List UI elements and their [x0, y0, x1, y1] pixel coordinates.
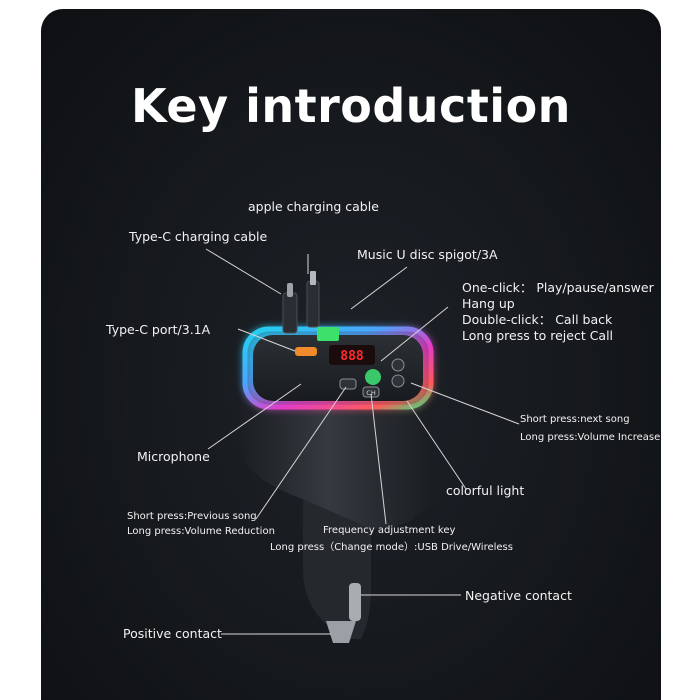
label-main-button: One-click： Play/pause/answer Hang up Dou… — [462, 280, 654, 344]
svg-text:CH: CH — [366, 389, 376, 397]
display-digits: 888 — [340, 349, 364, 364]
apple-cable — [306, 280, 320, 328]
label-double-click: Double-click： Call back — [462, 312, 613, 327]
product-panel: Key introduction — [41, 9, 661, 700]
label-short-next: Short press:next song — [520, 414, 630, 425]
label-one-click: One-click： Play/pause/answer — [462, 280, 654, 295]
negative-contact — [349, 583, 361, 621]
prev-button — [339, 378, 357, 390]
label-long-press-reject: Long press to reject Call — [462, 328, 614, 343]
label-negative-contact: Negative contact — [465, 588, 572, 603]
label-short-prev: Short press:Previous song — [127, 511, 257, 522]
positive-contact — [326, 621, 356, 643]
bluetooth-button — [391, 358, 405, 372]
car-charger-illustration: 888 CH — [205, 248, 520, 643]
page-title: Key introduction — [131, 79, 571, 133]
label-long-vol-up: Long press:Volume Increase — [520, 432, 661, 443]
label-colorful-light: colorful light — [446, 483, 525, 498]
label-typec-port: Type-C port/3.1A — [106, 322, 211, 337]
typec-cable — [282, 292, 298, 334]
next-button — [391, 374, 405, 388]
call-button — [365, 369, 381, 385]
label-positive-contact: Positive contact — [123, 626, 222, 641]
label-microphone: Microphone — [137, 449, 210, 464]
label-long-vol-down: Long press:Volume Reduction — [127, 526, 275, 537]
label-hang-up: Hang up — [462, 296, 515, 311]
label-long-mode: Long press（Change mode）:USB Drive/Wirele… — [270, 542, 513, 553]
label-freq-key: Frequency adjustment key — [323, 525, 456, 536]
label-music-disc: Music U disc spigot/3A — [357, 247, 498, 262]
typec-port — [295, 347, 317, 356]
leader-lines — [205, 248, 520, 635]
display — [329, 345, 375, 365]
label-apple-cable: apple charging cable — [248, 199, 379, 214]
label-typec-cable: Type-C charging cable — [129, 229, 268, 244]
usb-port — [317, 327, 339, 341]
